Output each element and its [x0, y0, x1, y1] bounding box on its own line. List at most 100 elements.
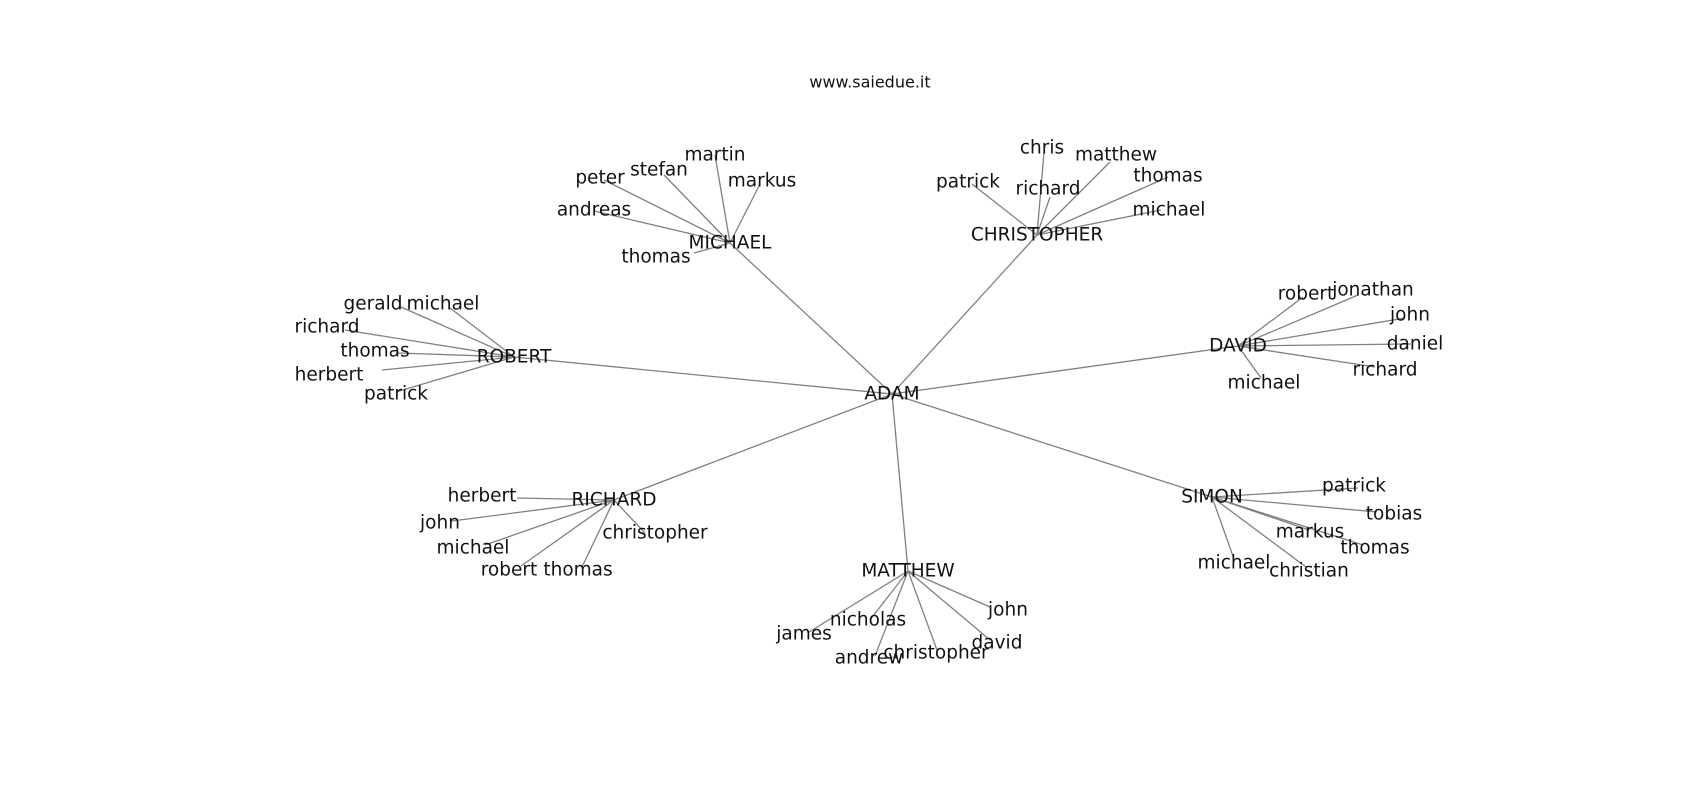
edge-simon-tobias [1211, 496, 1378, 513]
leaf-richard-christopher-label: christopher [602, 523, 708, 544]
leaf-michael-andreas-label: andreas [557, 200, 631, 221]
leaf-richard-robert-label: robert [481, 560, 538, 581]
edge-robert-patrick [395, 356, 515, 393]
labels-layer: www.saiedue.it ADAM MICHAEL martinstefanpe… [294, 73, 1443, 669]
edge-simon-christian [1211, 496, 1307, 568]
edge-michael-peter [603, 179, 731, 244]
node-richard-label: RICHARD [572, 490, 657, 511]
leaf-christopher-michael-label: michael [1133, 200, 1206, 221]
edge-michael-martin [714, 154, 731, 244]
leaf-simon-michael-label: michael [1198, 553, 1271, 574]
edge-christopher-thomas [1036, 176, 1169, 236]
edge-matthew-david [907, 570, 991, 641]
leaf-richard-herbert-label: herbert [448, 486, 517, 507]
edge-richard-john [451, 499, 615, 522]
edge-simon-thomas [1211, 496, 1364, 546]
leaf-michael-peter-label: peter [575, 168, 625, 189]
leaf-christopher-thomas-label: thomas [1133, 166, 1202, 187]
edge-root-simon [891, 393, 1213, 498]
edge-richard-michael [484, 499, 615, 546]
edge-simon-patrick [1211, 487, 1359, 498]
edge-michael-thomas [693, 242, 731, 254]
edge-robert-thomas [397, 352, 515, 358]
leaf-david-jonathan-label: jonathan [1331, 280, 1414, 301]
edge-richard-thomas [581, 499, 615, 568]
leaf-richard-michael-label: michael [437, 538, 510, 559]
edge-michael-andreas [593, 210, 731, 244]
edge-robert-gerald [400, 306, 515, 358]
node-michael-label: MICHAEL [689, 233, 773, 254]
leaf-matthew-david-label: david [972, 633, 1023, 654]
leaf-matthew-nicholas-label: nicholas [830, 610, 906, 631]
leaf-richard-john-label: john [419, 513, 460, 534]
edge-root-christopher [891, 234, 1038, 395]
leaf-christopher-matthew-label: matthew [1075, 145, 1157, 166]
edge-david-daniel [1237, 343, 1412, 347]
leaf-matthew-james-label: james [775, 624, 832, 645]
leaf-robert-herbert-label: herbert [295, 365, 364, 386]
edge-root-matthew [891, 393, 909, 572]
leaf-simon-christian-label: christian [1269, 561, 1349, 582]
leaf-robert-patrick-label: patrick [364, 384, 428, 405]
leaf-matthew-john-label: john [987, 600, 1028, 621]
leaf-michael-markus-label: markus [728, 171, 796, 192]
leaf-christopher-patrick-label: patrick [936, 172, 1000, 193]
edge-robert-herbert [381, 356, 515, 371]
leaf-simon-patrick-label: patrick [1322, 476, 1386, 497]
edge-david-richard [1237, 345, 1376, 368]
leaf-michael-martin-label: martin [684, 145, 745, 166]
edge-matthew-james [808, 570, 909, 633]
edge-christopher-richard [1036, 196, 1051, 236]
node-matthew-label: MATTHEW [861, 561, 954, 582]
edge-christopher-chris [1036, 151, 1045, 236]
leaf-robert-richard-label: richard [294, 317, 359, 338]
edges-layer [344, 151, 1412, 657]
leaf-robert-gerald-label: gerald [344, 294, 403, 315]
edge-david-john [1237, 317, 1406, 347]
leaf-david-daniel-label: daniel [1387, 334, 1443, 355]
edge-root-richard [613, 393, 893, 501]
leaf-michael-stefan-label: stefan [630, 160, 688, 181]
node-christopher-label: CHRISTOPHER [971, 225, 1104, 246]
leaf-michael-thomas-label: thomas [621, 247, 690, 268]
node-root-label: ADAM [864, 384, 919, 405]
leaf-matthew-andrew-label: andrew [835, 648, 904, 669]
edge-root-david [891, 345, 1239, 395]
leaf-simon-tobias-label: tobias [1366, 504, 1422, 525]
edge-simon-michael [1211, 496, 1235, 560]
edge-richard-robert [520, 499, 615, 567]
node-david-label: DAVID [1209, 336, 1267, 357]
leaf-matthew-christopher-label: christopher [883, 643, 989, 664]
edge-david-robert [1237, 296, 1304, 347]
edge-michael-markus [729, 183, 761, 244]
node-robert-label: ROBERT [477, 347, 552, 368]
edge-richard-christopher [613, 499, 646, 534]
leaf-robert-michael-label: michael [407, 294, 480, 315]
leaf-david-richard-label: richard [1352, 360, 1417, 381]
edge-christopher-michael [1036, 209, 1162, 236]
edge-root-robert [513, 356, 893, 395]
node-simon-label: SIMON [1181, 487, 1243, 508]
edge-michael-stefan [663, 174, 731, 244]
leaf-david-michael-label: michael [1228, 373, 1301, 394]
edge-christopher-matthew [1036, 161, 1111, 236]
leaf-richard-thomas-label: thomas [543, 560, 612, 581]
leaf-christopher-chris-label: chris [1020, 138, 1064, 159]
leaf-christopher-richard-label: richard [1015, 179, 1080, 200]
leaf-simon-thomas-label: thomas [1340, 538, 1409, 559]
edge-david-jonathan [1237, 294, 1359, 347]
edge-matthew-andrew [874, 570, 909, 657]
edge-robert-michael [449, 307, 515, 358]
leaf-david-robert-label: robert [1278, 284, 1335, 305]
edge-richard-herbert [516, 497, 615, 501]
site-watermark: www.saiedue.it [809, 73, 930, 92]
leaf-david-john-label: john [1389, 305, 1430, 326]
edge-matthew-john [907, 570, 991, 608]
leaf-robert-thomas-label: thomas [340, 341, 409, 362]
edge-christopher-patrick [971, 183, 1038, 236]
edge-matthew-christopher [907, 570, 938, 651]
edge-david-michael [1237, 345, 1262, 379]
edge-root-michael [729, 242, 893, 395]
